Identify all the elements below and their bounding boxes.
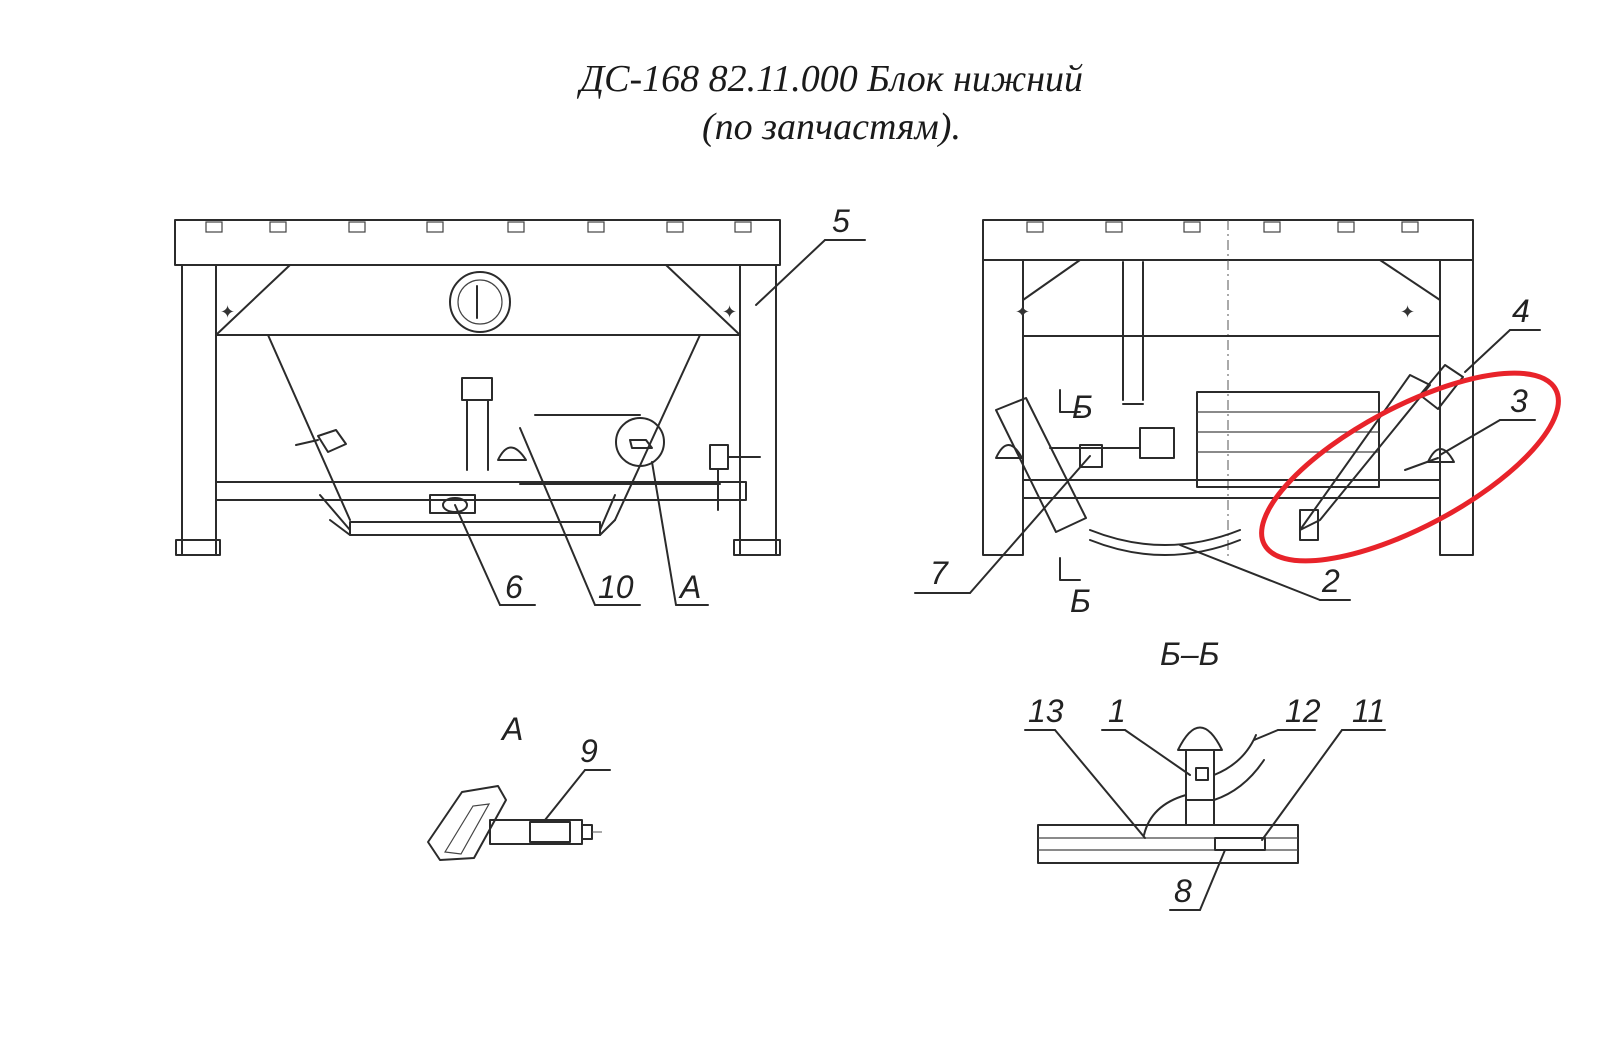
highlight-ellipse — [1259, 370, 1561, 564]
callout-1: 1 — [1108, 693, 1126, 729]
drawing-title: ДС-168 82.11.000 Блок нижний — [579, 58, 1084, 100]
section-bb-view: Б–Б 13 1 12 11 8 — [1024, 636, 1386, 911]
callout-2: 2 — [1321, 563, 1340, 599]
section-mark-b-top: Б — [1072, 389, 1093, 425]
callout-8: 8 — [1174, 873, 1192, 909]
callout-7: 7 — [930, 555, 949, 591]
callout-3: 3 — [1510, 383, 1528, 419]
callout-11: 11 — [1352, 693, 1385, 729]
svg-text:✦: ✦ — [220, 302, 235, 323]
svg-text:✦: ✦ — [1400, 302, 1415, 323]
callout-4: 4 — [1512, 293, 1530, 329]
callout-5: 5 — [832, 203, 850, 239]
callout-A: А — [678, 569, 701, 605]
front-view-callouts: 5 6 10 А — [454, 203, 866, 606]
callout-10: 10 — [598, 569, 634, 605]
drawing-subtitle: (по запчастям). — [702, 106, 961, 148]
section-mark-b-bottom: Б — [1070, 583, 1091, 619]
svg-text:✦: ✦ — [1015, 302, 1030, 323]
callout-13: 13 — [1028, 693, 1064, 729]
svg-text:✦: ✦ — [722, 302, 737, 323]
section-bb-label: Б–Б — [1160, 636, 1219, 672]
callout-9: 9 — [580, 733, 598, 769]
detail-a-label: А — [500, 711, 523, 747]
side-view: ✦ ✦ — [982, 219, 1474, 581]
callout-6: 6 — [505, 569, 523, 605]
side-view-callouts: Б Б 4 3 2 7 — [914, 293, 1541, 619]
front-view: ✦ ✦ — [174, 219, 781, 556]
callout-12: 12 — [1285, 693, 1321, 729]
detail-a-view: А 9 — [427, 711, 611, 861]
